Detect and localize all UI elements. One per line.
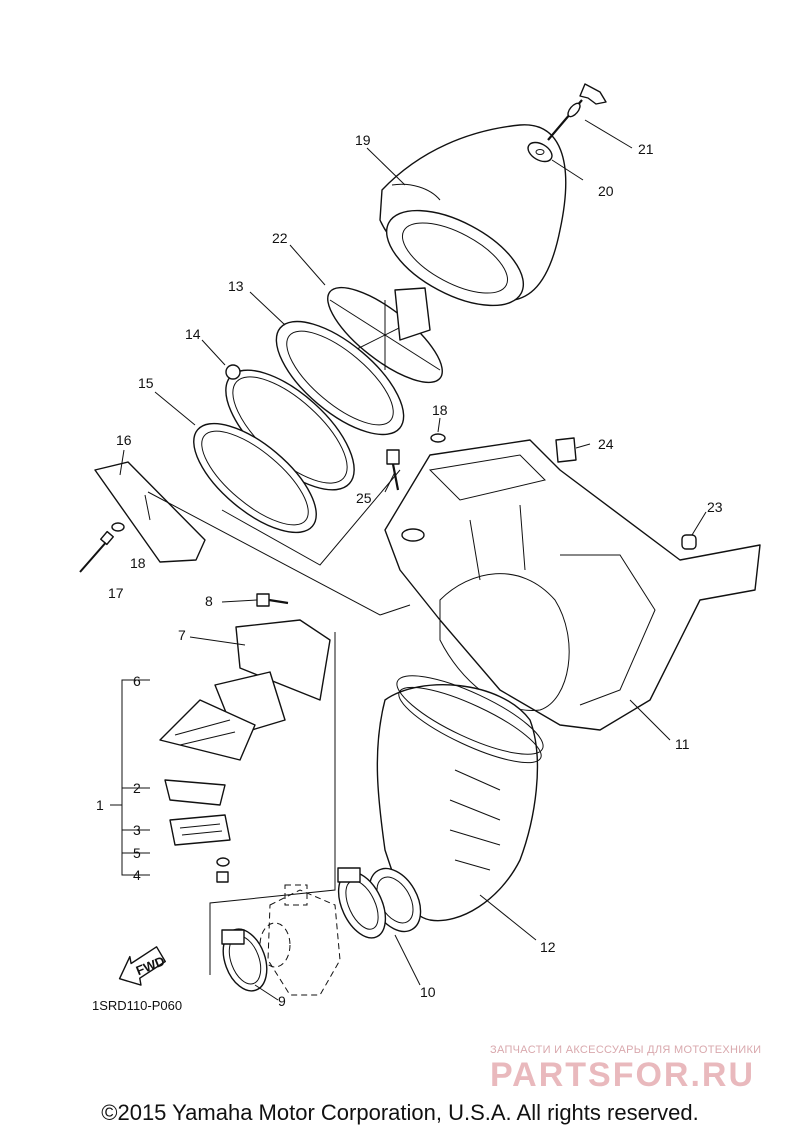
callout-12: 12 xyxy=(540,939,556,955)
callout-17: 17 xyxy=(108,585,124,601)
callout-22: 22 xyxy=(272,230,288,246)
carburetor-reference xyxy=(259,884,341,996)
hose-clamp-9 xyxy=(221,928,268,992)
washer-20 xyxy=(527,141,553,163)
damper-23 xyxy=(681,534,697,550)
joint-15 xyxy=(193,422,317,534)
callout-2: 2 xyxy=(133,780,141,796)
forward-direction-arrow: FWD xyxy=(118,946,167,986)
carburetor-joint-10 xyxy=(337,867,422,939)
callout-labels: 1 2 3 4 5 6 7 8 9 10 11 12 13 14 15 16 1… xyxy=(96,132,723,1009)
bolt-8 xyxy=(256,593,289,607)
callout-5: 5 xyxy=(133,845,141,861)
callout-11: 11 xyxy=(675,736,690,752)
group-bracket-1 xyxy=(110,679,150,876)
callout-3: 3 xyxy=(133,822,141,838)
callout-13: 13 xyxy=(228,278,244,294)
callout-6: 6 xyxy=(133,673,141,689)
callout-21: 21 xyxy=(638,141,654,157)
callout-19: 19 xyxy=(355,132,371,148)
wing-bolt-21 xyxy=(547,83,607,141)
air-filter-case-11 xyxy=(384,439,761,731)
callout-20: 20 xyxy=(598,183,614,199)
callout-24: 24 xyxy=(598,436,614,452)
callout-14: 14 xyxy=(185,326,201,342)
washer-18-case xyxy=(430,433,446,443)
rivet-17 xyxy=(79,530,114,573)
intake-duct-12 xyxy=(376,675,544,922)
copyright-notice: ©2015 Yamaha Motor Corporation, U.S.A. A… xyxy=(101,1100,699,1125)
watermark-tagline: ЗАПЧАСТИ И АКСЕССУАРЫ ДЛЯ МОТОТЕХНИКИ xyxy=(490,1044,762,1056)
callout-15: 15 xyxy=(138,375,154,391)
watermark-brand: PARTSFOR.RU xyxy=(490,1056,756,1094)
diagram-code: 1SRD110-P060 xyxy=(92,998,182,1013)
bracket-16 xyxy=(94,461,206,563)
callout-9: 9 xyxy=(278,993,286,1009)
bolt-25 xyxy=(386,449,400,491)
washer-18-left xyxy=(111,522,125,532)
callout-18-left: 18 xyxy=(130,555,146,571)
callout-16: 16 xyxy=(116,432,132,448)
callout-8: 8 xyxy=(205,593,213,609)
assembly-reference-lines xyxy=(147,469,411,975)
reed-valve-assembly xyxy=(159,619,331,883)
callout-23: 23 xyxy=(707,499,723,515)
callout-18-case: 18 xyxy=(432,402,448,418)
filter-frame-13 xyxy=(275,320,405,436)
air-filter-element xyxy=(379,124,567,307)
band-24 xyxy=(555,437,577,463)
callout-4: 4 xyxy=(133,867,141,883)
callout-1: 1 xyxy=(96,797,104,813)
filter-guide-22 xyxy=(327,286,443,384)
callout-10: 10 xyxy=(420,984,436,1000)
callout-7: 7 xyxy=(178,627,186,643)
leader-lines xyxy=(119,119,707,1001)
callout-25: 25 xyxy=(356,490,372,506)
fwd-label: FWD xyxy=(134,953,167,978)
